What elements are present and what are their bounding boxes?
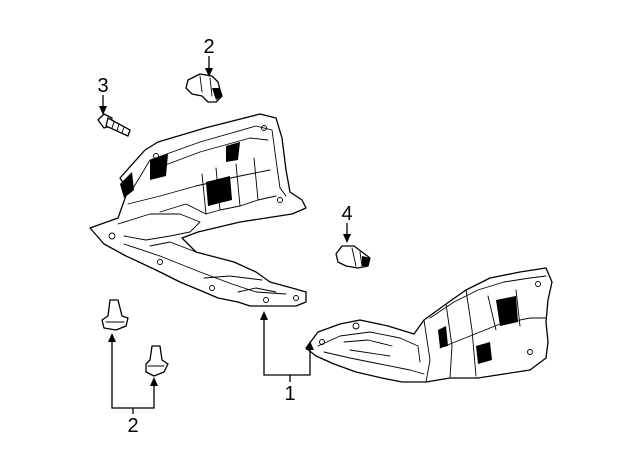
right-under-cover bbox=[305, 267, 553, 383]
left-under-cover bbox=[89, 113, 307, 307]
clip-top bbox=[185, 73, 223, 103]
callout-2-top: 2 bbox=[203, 36, 214, 58]
clip-right bbox=[335, 245, 371, 269]
leader-lines bbox=[99, 56, 351, 414]
callout-4: 4 bbox=[341, 203, 352, 225]
callout-2-bottom: 2 bbox=[127, 415, 138, 437]
push-pin-right bbox=[145, 345, 169, 377]
callout-1: 1 bbox=[284, 383, 295, 405]
push-pin-left bbox=[101, 299, 129, 331]
callout-3: 3 bbox=[97, 75, 108, 97]
bolt bbox=[97, 113, 131, 137]
